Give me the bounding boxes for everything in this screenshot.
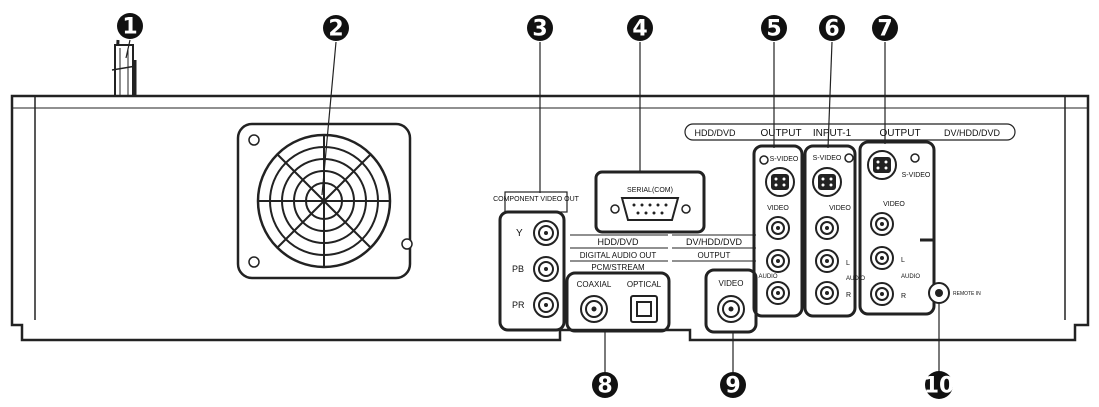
label-hdd-dvd-top: HDD/DVD	[694, 128, 736, 138]
label-output-7: OUTPUT	[879, 128, 920, 139]
label-remote-in: REMOTE IN	[953, 291, 981, 297]
callout-8: 8	[592, 372, 618, 399]
svg-text:4: 4	[632, 17, 647, 42]
label-pcm-stream: PCM/STREAM	[591, 263, 645, 272]
jack-audio-r-7	[870, 282, 894, 306]
svg-text:8: 8	[597, 374, 612, 399]
label-comp-pb: PB	[512, 264, 524, 274]
label-video-7: VIDEO	[883, 201, 905, 208]
jack-video-out	[717, 295, 745, 323]
label-svideo-7: S-VIDEO	[902, 172, 931, 179]
label-l-7: L	[901, 257, 905, 264]
svg-text:5: 5	[766, 17, 781, 42]
callout-10: 10	[924, 371, 955, 399]
callout-6: 6	[819, 15, 845, 42]
top-label-strip: HDD/DVD OUTPUT INPUT-1 OUTPUT DV/HDD/DVD	[684, 123, 1016, 141]
leader-lines	[125, 39, 940, 372]
label-video-5: VIDEO	[767, 205, 789, 212]
svg-text:6: 6	[824, 17, 839, 42]
label-audio-7: AUDIO	[901, 274, 920, 280]
label-audio-5: AUDIO	[758, 274, 777, 280]
label-l-6: L	[846, 260, 850, 267]
jack-svideo-5	[765, 167, 795, 197]
svg-text:3: 3	[532, 17, 547, 42]
callout-1: 1	[117, 13, 143, 40]
label-serial-port: SERIAL(COM)	[627, 187, 673, 194]
jack-audio-r-6	[815, 281, 839, 305]
label-dv-hdd-dvd-output: DV/HDD/DVD	[686, 237, 743, 247]
jack-video-6	[815, 216, 839, 240]
label-comp-pr: PR	[512, 300, 525, 310]
output-group-7: S-VIDEO VIDEO L AUDIO R	[858, 140, 936, 316]
label-video-6: VIDEO	[829, 205, 851, 212]
label-output-mid: OUTPUT	[698, 251, 731, 260]
svg-text:10: 10	[924, 374, 955, 399]
jack-audio-l-7	[870, 246, 894, 270]
callout-9: 9	[720, 372, 746, 399]
label-component-video-out: COMPONENT VIDEO OUT	[493, 196, 580, 203]
jack-audio-l-6	[815, 249, 839, 273]
jack-coaxial	[580, 295, 608, 323]
svg-text:1: 1	[122, 15, 137, 40]
callout-4: 4	[627, 15, 653, 42]
label-output-5: OUTPUT	[760, 128, 801, 139]
svg-text:7: 7	[877, 17, 892, 42]
digital-audio-out: HDD/DVD DIGITAL AUDIO OUT PCM/STREAM COA…	[565, 234, 671, 333]
jack-optical	[630, 295, 658, 323]
jack-pb	[533, 256, 559, 282]
label-digital-audio-out: DIGITAL AUDIO OUT	[580, 251, 657, 260]
callout-5: 5	[761, 15, 787, 42]
output-group-5: S-VIDEO VIDEO AUDIO	[752, 144, 804, 318]
callout-7: 7	[872, 15, 898, 42]
callout-3: 3	[527, 15, 553, 42]
label-svideo-6: S-VIDEO	[813, 155, 842, 162]
video-output: DV/HDD/DVD OUTPUT VIDEO	[672, 234, 758, 334]
jack-video-5	[766, 216, 790, 240]
cooling-fan	[236, 122, 413, 280]
label-svideo-5: S-VIDEO	[770, 156, 799, 163]
label-dv-hdd-dvd-top: DV/HDD/DVD	[944, 128, 1001, 138]
label-r-6: R	[846, 292, 851, 299]
label-coaxial: COAXIAL	[577, 280, 612, 289]
jack-audio-r-5	[766, 281, 790, 305]
component-video-out: COMPONENT VIDEO OUT Y PB PR	[493, 191, 580, 332]
jack-pr	[533, 292, 559, 318]
jack-svideo-7	[867, 150, 897, 180]
label-comp-y: Y	[516, 228, 523, 239]
svg-text:2: 2	[328, 17, 343, 42]
jack-audio-l-5	[766, 249, 790, 273]
label-input-6: INPUT-1	[813, 128, 852, 139]
label-audio-6: AUDIO	[846, 276, 865, 282]
label-optical: OPTICAL	[627, 280, 662, 289]
jack-video-7	[870, 212, 894, 236]
jack-y	[533, 220, 559, 246]
callout-2: 2	[323, 15, 349, 42]
svg-text:9: 9	[725, 374, 740, 399]
label-hdd-dvd-digital: HDD/DVD	[597, 237, 639, 247]
label-r-7: R	[901, 293, 906, 300]
serial-port: SERIAL(COM)	[594, 170, 706, 234]
input-group-6: S-VIDEO VIDEO L AUDIO R	[803, 144, 865, 318]
label-video-9: VIDEO	[719, 279, 744, 288]
jack-svideo-6	[812, 167, 842, 197]
